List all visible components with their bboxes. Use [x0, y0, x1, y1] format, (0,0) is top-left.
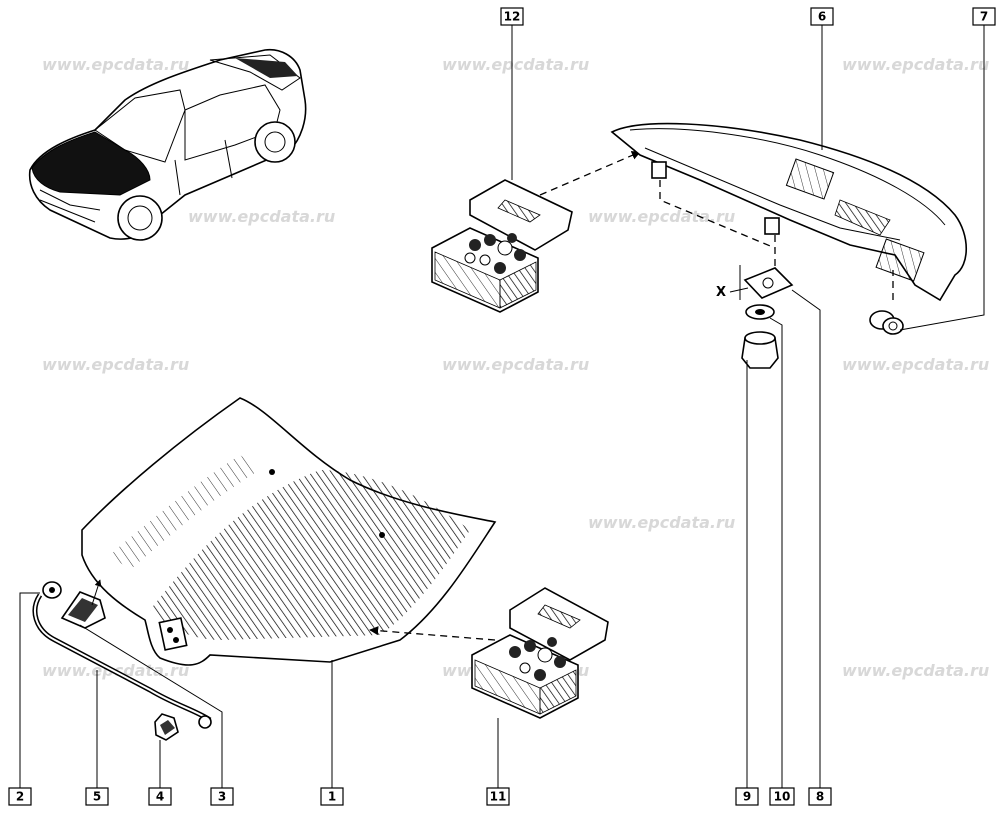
svg-text:9: 9: [743, 790, 751, 804]
callout-10: 10: [769, 787, 795, 806]
prop-rod-illustration: [32, 581, 212, 729]
callout-5: 5: [85, 787, 109, 806]
parts-kit-lower-illustration: [471, 587, 609, 719]
callout-12: 12: [500, 7, 524, 26]
callout-1: 1: [320, 787, 344, 806]
watermark: www.epcdata.ru: [442, 55, 589, 74]
assembly-arrow: [369, 626, 496, 641]
watermark: www.epcdata.ru: [842, 355, 989, 374]
callout-7: 7: [972, 7, 996, 26]
rear-spoiler-illustration: [610, 122, 967, 302]
svg-text:4: 4: [156, 790, 164, 804]
x-axis-indicator: X: [716, 265, 749, 300]
callout-9: 9: [735, 787, 759, 806]
svg-text:8: 8: [816, 790, 824, 804]
watermark: www.epcdata.ru: [588, 513, 735, 532]
parts-kit-upper-illustration: [431, 179, 573, 313]
leader-lines: [19, 25, 985, 788]
clip-illustration: [154, 713, 179, 741]
watermark: www.epcdata.ru: [842, 55, 989, 74]
svg-text:5: 5: [93, 790, 101, 804]
prop-rod-holder-illustration: [60, 591, 106, 629]
watermark: www.epcdata.ru: [42, 355, 189, 374]
callout-3: 3: [210, 787, 234, 806]
mounting-hardware-illustration: [741, 267, 794, 369]
grommet-illustration: [869, 310, 904, 335]
callout-4: 4: [148, 787, 172, 806]
watermark: www.epcdata.ru: [188, 207, 335, 226]
callout-11: 11: [486, 787, 510, 806]
axis-label-x: X: [716, 285, 726, 300]
svg-text:12: 12: [504, 10, 521, 24]
callout-6: 6: [810, 7, 834, 26]
assembly-arrow: [539, 151, 641, 196]
svg-text:2: 2: [16, 790, 24, 804]
callout-8: 8: [808, 787, 832, 806]
svg-text:11: 11: [490, 790, 507, 804]
assembly-arrow: [91, 579, 102, 606]
car-thumbnail-illustration: [28, 48, 307, 241]
assembly-arrow: [659, 180, 776, 249]
watermark: www.epcdata.ru: [588, 207, 735, 226]
watermark: www.epcdata.ru: [442, 355, 589, 374]
bonnet-illustration: [81, 397, 497, 666]
svg-text:6: 6: [818, 10, 826, 24]
svg-text:7: 7: [980, 10, 988, 24]
svg-text:3: 3: [218, 790, 226, 804]
watermark: www.epcdata.ru: [42, 55, 189, 74]
svg-text:1: 1: [328, 790, 336, 804]
callout-2: 2: [8, 787, 32, 806]
svg-text:10: 10: [774, 790, 791, 804]
watermark: www.epcdata.ru: [842, 661, 989, 680]
